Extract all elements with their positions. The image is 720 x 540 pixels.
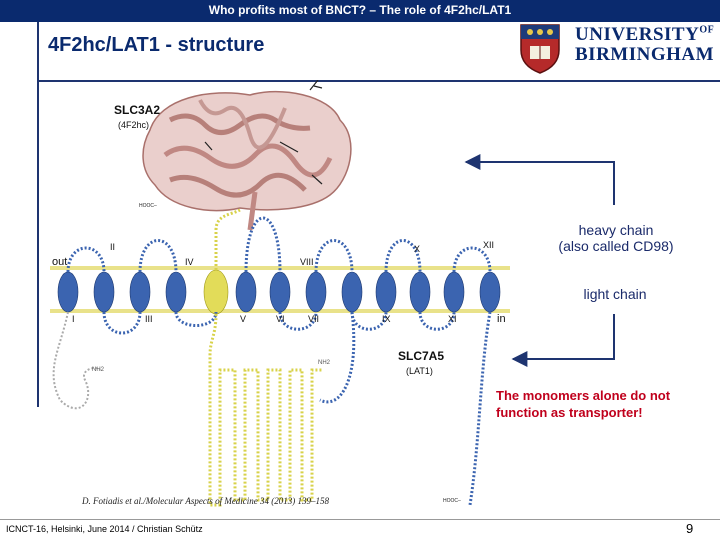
heavy-chain-linker xyxy=(208,208,322,507)
light-chain-callout: light chain xyxy=(583,286,647,302)
heavy-chain-callout: heavy chain (also called CD98) xyxy=(535,222,697,254)
light-chain-loops xyxy=(66,216,492,506)
heavy-chain-line-1: heavy chain xyxy=(578,222,654,238)
vertical-rule xyxy=(37,22,39,407)
slc7a5-sublabel: (LAT1) xyxy=(406,366,433,376)
tm-label-top-2: VIII xyxy=(300,257,314,267)
header-title: Who profits most of BNCT? – The role of … xyxy=(208,3,512,17)
tm-label-top-1: IV xyxy=(185,257,194,267)
footer-credit: ICNCT-16, Helsinki, June 2014 / Christia… xyxy=(6,524,203,534)
membrane-outer xyxy=(50,266,510,270)
glycosylation-markers xyxy=(204,80,323,185)
tm-label-bottom-3: VI xyxy=(276,314,285,324)
hooc-bottom-label: HOOC– xyxy=(443,498,461,504)
heavy-chain-line-2: (also called CD98) xyxy=(558,238,674,254)
page-number: 9 xyxy=(686,521,694,536)
tm-label-bottom-0: I xyxy=(72,314,75,324)
header-bar: Who profits most of BNCT? – The role of … xyxy=(0,0,720,22)
nh2-left-label: NH2 xyxy=(92,367,105,373)
tm-label-top-0: II xyxy=(110,242,115,252)
tm-label-top-3: X xyxy=(414,244,420,254)
tm-label-bottom-6: XI xyxy=(448,314,457,324)
hooc-top-label: HOOC– xyxy=(139,203,157,209)
logo-line-1: UNIVERSITY xyxy=(575,24,700,45)
logo-of: OF xyxy=(699,24,715,36)
horizontal-rule xyxy=(37,80,720,82)
light-chain-arrow xyxy=(511,314,615,367)
transmembrane-helices xyxy=(57,269,501,315)
warning-line-2: function as transporter! xyxy=(496,405,643,420)
slc7a5-label: SLC7A5 xyxy=(398,349,444,363)
slc3a2-sublabel: (4F2hc) xyxy=(118,120,149,130)
warning-note: The monomers alone do not function as tr… xyxy=(496,387,670,421)
in-label: in xyxy=(497,313,506,325)
footer-rule xyxy=(0,519,720,520)
tm-label-bottom-1: III xyxy=(145,314,153,324)
nh2-right-label: NH2 xyxy=(318,360,331,366)
warning-line-1: The monomers alone do not xyxy=(496,388,671,403)
protein-structure-figure: SLC3A2 (4F2hc) HOOC– out in xyxy=(50,80,510,507)
tm-label-bottom-5: IX xyxy=(382,314,391,324)
slide-title: 4F2hc/LAT1 - structure xyxy=(48,34,265,56)
out-label: out xyxy=(52,256,67,268)
tm-label-bottom-2: V xyxy=(240,314,246,324)
university-logo: UNIVERSITYOF BIRMINGHAM xyxy=(575,24,715,66)
logo-line-2: BIRMINGHAM xyxy=(575,44,715,65)
slc3a2-label: SLC3A2 xyxy=(114,103,160,117)
citation: D. Fotiadis et al./Molecular Aspects of … xyxy=(81,496,330,506)
tm-label-bottom-4: VII xyxy=(308,314,319,324)
tm-label-top-4: XII xyxy=(483,240,494,250)
heavy-chain-structure xyxy=(142,90,352,231)
university-crest-icon xyxy=(520,24,560,74)
n-terminal-tail-left xyxy=(52,311,101,410)
